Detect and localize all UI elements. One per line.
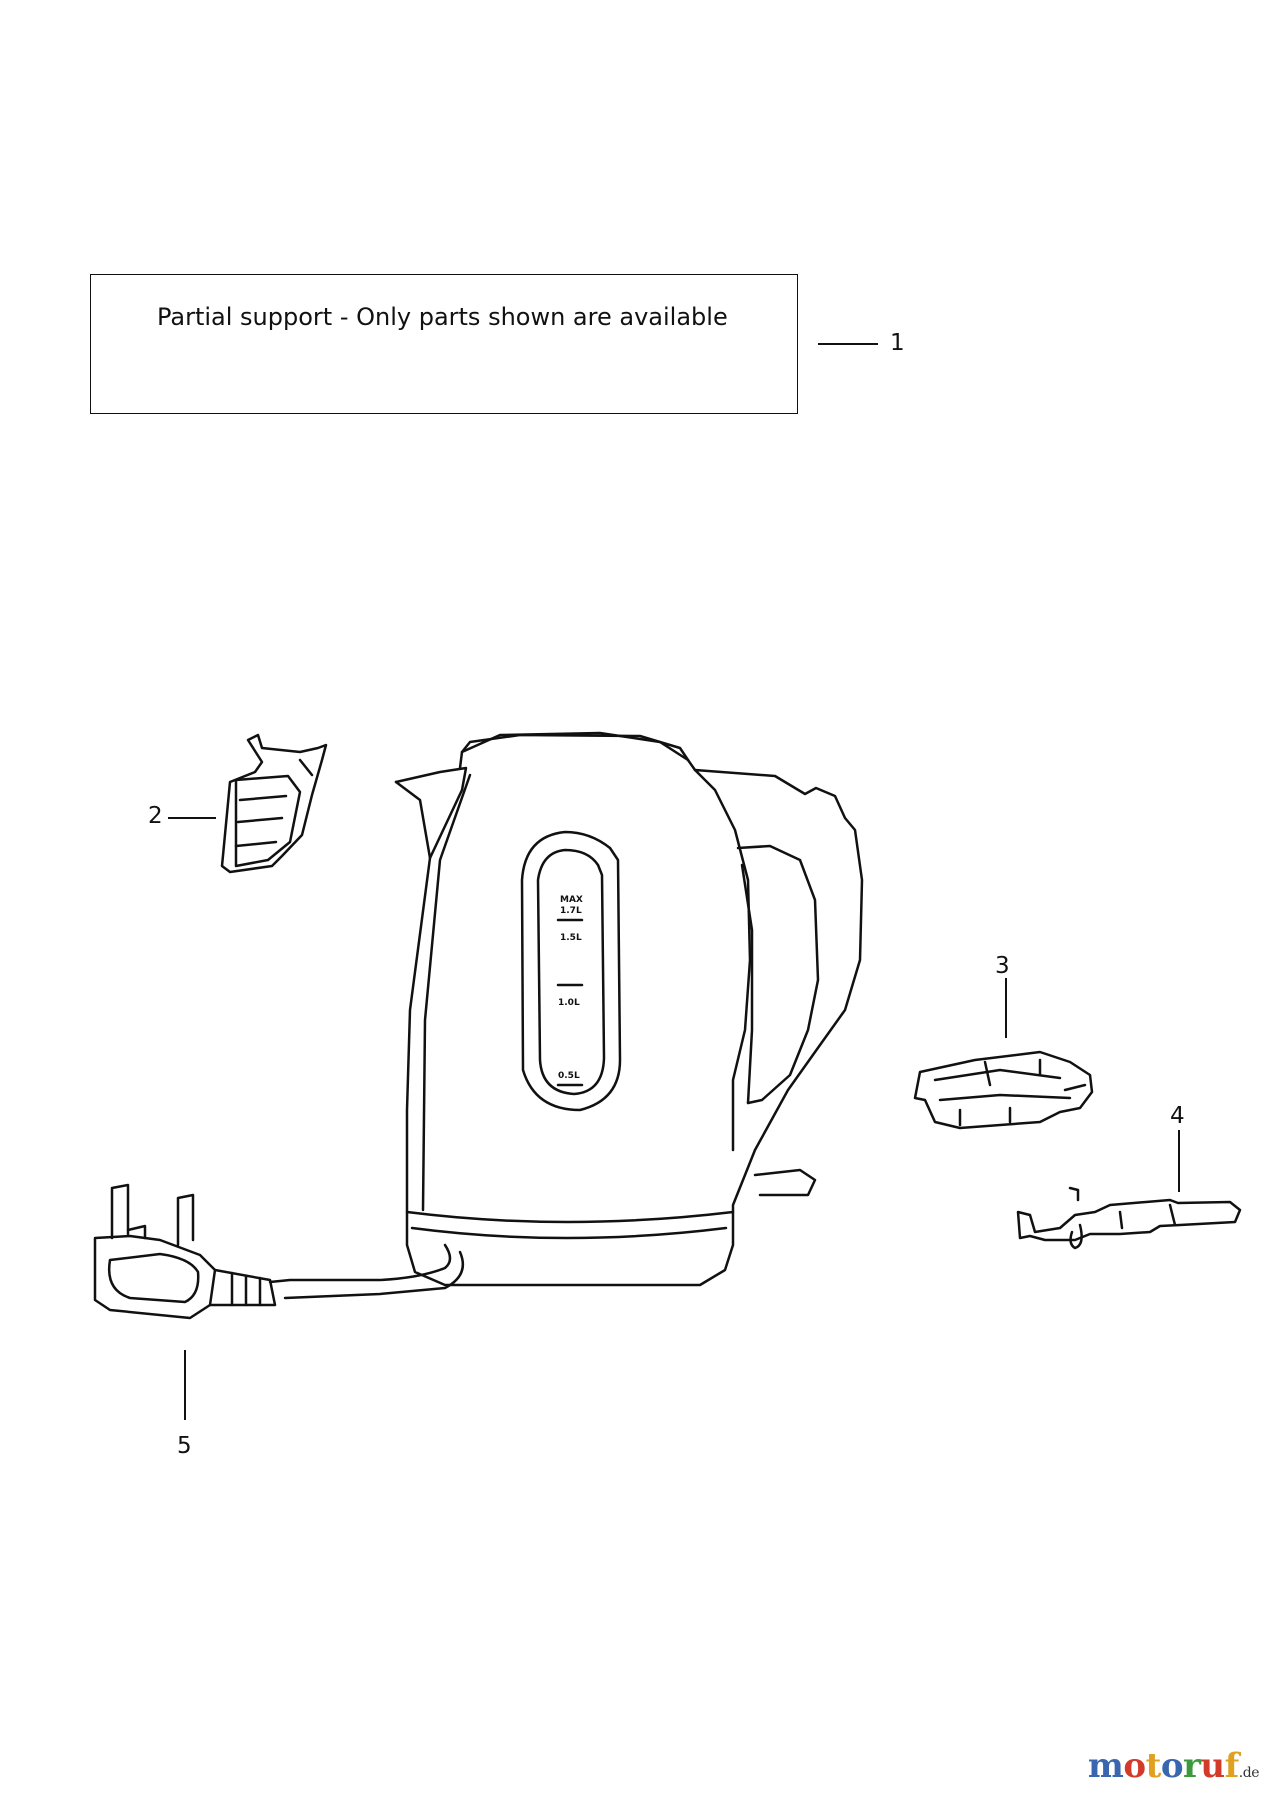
callout-number-3: 3 [995,953,1010,979]
kettle-illustration [268,731,864,1300]
power-plug-part [93,1183,277,1320]
watermark-letter: f [1224,1746,1240,1786]
watermark-suffix: .de [1238,1765,1260,1781]
watermark-letter: t [1145,1746,1162,1786]
watermark-letter: o [1160,1746,1184,1786]
callout-3-leader [1005,978,1007,1038]
partial-support-notice-box: Partial support - Only parts shown are a… [90,274,798,414]
window-mark-0-5l: 0.5L [558,1071,580,1081]
window-mark-1-0l: 1.0L [558,998,580,1008]
window-mark-1-5l: 1.5L [560,933,582,943]
callout-number-1: 1 [890,330,905,356]
lid-button-part [220,733,328,874]
partial-support-notice-text: Partial support - Only parts shown are a… [157,303,728,331]
callout-number-2: 2 [148,803,163,829]
lever-part [1016,1186,1242,1250]
callout-2-leader [168,817,216,819]
switch-assembly-part [913,1050,1094,1130]
watermark-letter: o [1123,1746,1146,1786]
callout-number-4: 4 [1170,1103,1185,1129]
watermark-letter: u [1200,1746,1225,1786]
callout-1-leader [818,343,878,345]
watermark-letter: m [1087,1746,1124,1786]
watermark-letter: r [1183,1746,1201,1786]
callout-number-5: 5 [177,1433,192,1459]
window-mark-max: MAX [560,895,583,905]
callout-5-leader [184,1350,186,1420]
motoruf-watermark-logo: motoruf.de [1087,1746,1260,1786]
callout-4-leader [1178,1130,1180,1192]
window-mark-1-7l: 1.7L [560,906,582,916]
